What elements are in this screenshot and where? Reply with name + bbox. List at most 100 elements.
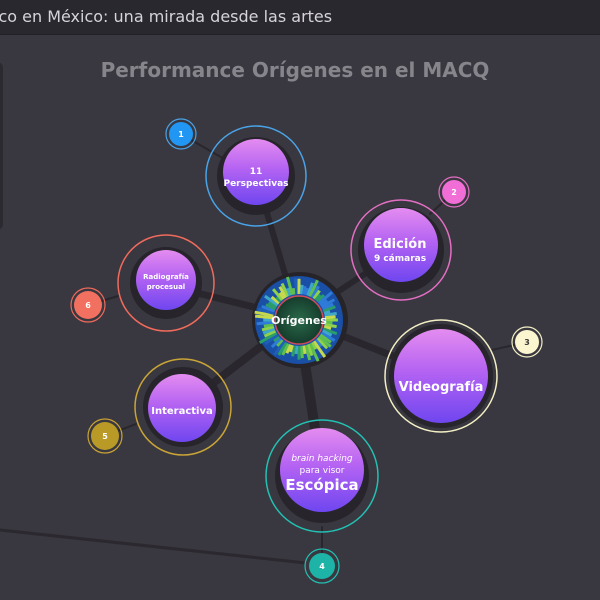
badge-number: 1 xyxy=(178,130,184,139)
texture-stroke xyxy=(316,294,325,303)
texture-stroke xyxy=(321,329,333,337)
texture-stroke xyxy=(324,311,337,317)
badge-ring xyxy=(165,118,197,150)
texture-stroke xyxy=(281,342,290,356)
center-core xyxy=(274,295,324,345)
texture-stroke xyxy=(272,288,284,302)
texture-stroke xyxy=(263,323,274,328)
node-label-line-2: procesual xyxy=(147,283,185,291)
node-bubble xyxy=(223,139,289,205)
node-ring xyxy=(134,358,232,456)
texture-stroke xyxy=(254,310,274,317)
center-node[interactable]: Orígenes xyxy=(252,272,348,368)
node-perspectivas[interactable]: 11 Perspectivas xyxy=(205,125,307,227)
texture-stroke xyxy=(310,285,320,299)
texture-stroke xyxy=(322,327,338,336)
texture-stroke xyxy=(291,287,296,295)
badge-number: 4 xyxy=(319,562,325,571)
top-bar: ico en México: una mirada desde las arte… xyxy=(0,0,600,35)
badge-dot xyxy=(309,553,335,579)
badge-5[interactable]: 5 xyxy=(87,418,123,454)
node-label-line-1: 11 xyxy=(250,167,263,177)
texture-stroke xyxy=(273,335,281,343)
badge-number: 3 xyxy=(524,338,530,347)
texture-stroke xyxy=(258,331,278,344)
node-label-line-1: Radiografía xyxy=(143,273,189,281)
node-interactiva[interactable]: Interactiva xyxy=(134,358,232,456)
texture-stroke xyxy=(323,325,332,331)
node-radiografia[interactable]: Radiografía procesual xyxy=(117,234,215,332)
node-bubble xyxy=(280,428,364,512)
texture-stroke xyxy=(310,341,318,350)
texture-stroke xyxy=(261,325,275,332)
texture-stroke xyxy=(280,282,290,298)
texture-stroke xyxy=(270,337,282,349)
texture-stroke xyxy=(302,345,307,355)
badge-3[interactable]: 3 xyxy=(511,326,543,358)
node-ring xyxy=(350,199,452,301)
badge-number: 5 xyxy=(102,432,108,441)
texture-stroke xyxy=(321,302,334,311)
badge-ring xyxy=(511,326,543,358)
node-label-line-1: Interactiva xyxy=(151,406,212,417)
texture-stroke xyxy=(286,287,292,297)
texture-stroke xyxy=(322,305,336,313)
texture-stroke xyxy=(308,279,319,298)
texture-stroke xyxy=(320,331,336,342)
texture-stroke xyxy=(276,338,284,347)
badge-ring xyxy=(304,548,340,584)
node-videografia[interactable]: Videografía xyxy=(384,319,498,433)
texture-stroke xyxy=(304,344,312,361)
badge-ring xyxy=(70,287,106,323)
badge-6[interactable]: 6 xyxy=(70,287,106,323)
node-bubble xyxy=(148,374,216,442)
node-label-line-1: brain hacking xyxy=(291,454,353,464)
texture-stroke xyxy=(320,298,336,309)
badge-dot xyxy=(91,422,119,450)
texture-stroke xyxy=(319,299,328,307)
texture-stroke xyxy=(294,345,299,355)
node-label-line-2: 9 cámaras xyxy=(374,254,426,264)
texture-stroke xyxy=(264,333,279,346)
node-bubble xyxy=(136,250,196,310)
texture-stroke xyxy=(308,342,320,362)
texture-stroke xyxy=(324,315,336,320)
texture-stroke xyxy=(263,329,277,338)
center-texture xyxy=(254,276,338,362)
badge-1[interactable]: 1 xyxy=(165,118,197,150)
node-escopica[interactable]: brain hacking para visor Escópica xyxy=(265,419,379,533)
texture-stroke xyxy=(288,344,294,353)
node-label-line-3: Escópica xyxy=(285,476,358,494)
texture-stroke xyxy=(314,338,323,348)
texture-stroke xyxy=(257,307,275,315)
badge-ring xyxy=(87,418,123,454)
texture-stroke xyxy=(317,291,333,305)
node-ring xyxy=(384,319,498,433)
node-ring xyxy=(117,234,215,332)
badge-4[interactable]: 4 xyxy=(304,548,340,584)
badge-2[interactable]: 2 xyxy=(438,176,470,208)
texture-stroke xyxy=(286,276,294,296)
badge-dot xyxy=(169,122,193,146)
texture-stroke xyxy=(275,296,282,303)
texture-stroke xyxy=(262,327,276,335)
center-label: Orígenes xyxy=(271,314,327,327)
texture-stroke xyxy=(264,294,279,307)
connector-offscreen xyxy=(0,528,307,565)
node-edicion[interactable]: Edición 9 cámaras xyxy=(350,199,452,301)
badge-ring xyxy=(438,176,470,208)
texture-stroke xyxy=(323,310,331,315)
diagram-title: Performance Orígenes en el MACQ xyxy=(100,58,490,82)
node-ring xyxy=(265,419,379,533)
texture-stroke xyxy=(304,287,310,296)
side-panel[interactable] xyxy=(0,62,3,230)
badge-number: 2 xyxy=(451,188,457,197)
node-bubble xyxy=(364,208,438,282)
texture-stroke xyxy=(285,343,292,354)
node-label-line-2: para visor xyxy=(299,466,344,476)
texture-stroke xyxy=(302,285,307,295)
texture-stroke xyxy=(255,314,274,320)
texture-stroke xyxy=(316,337,329,350)
texture-stroke xyxy=(306,282,314,297)
